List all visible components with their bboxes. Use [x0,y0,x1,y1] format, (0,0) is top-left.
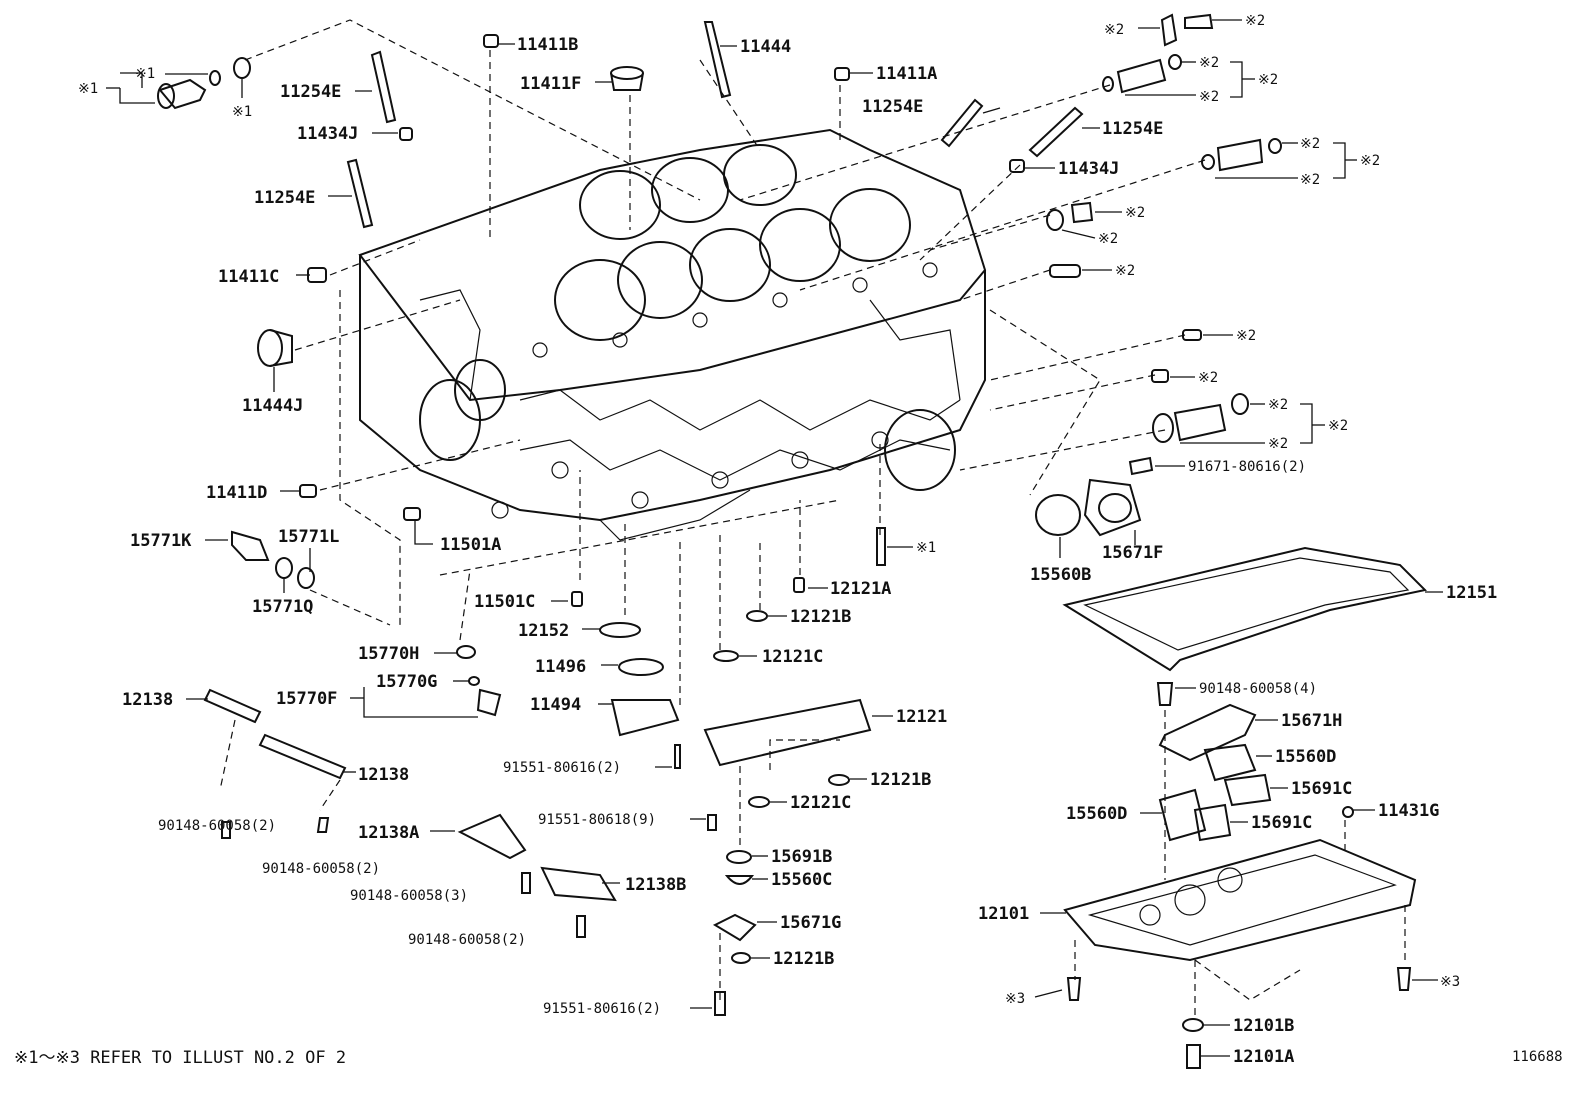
label-11494: 11494 [530,695,581,715]
label-12152: 12152 [518,621,569,641]
label-11254E-left: 11254E [254,188,315,208]
illustration-number: 116688 [1512,1049,1563,1065]
leader-lines [106,19,1443,1057]
label-15771Q: 15771Q [252,597,313,617]
label-12138-upper: 12138 [122,690,173,710]
label-12101A: 12101A [1233,1047,1294,1067]
mark-2-h: ※2 [1300,172,1320,188]
mark-2-f: ※2 [1300,136,1320,152]
label-12121C-1: 12121C [762,647,823,667]
label-15770H: 15770H [358,644,419,664]
label-12121: 12121 [896,707,947,727]
mark-3-a: ※3 [1005,991,1025,1007]
label-90148-60058-2-b: 90148-60058(2) [262,861,380,877]
label-12101: 12101 [978,904,1029,924]
label-11254E-left-top: 11254E [280,82,341,102]
label-11496: 11496 [535,657,586,677]
cylinder-block [358,128,987,541]
mark-2-k: ※2 [1115,263,1135,279]
mark-2-e: ※2 [1199,89,1219,105]
label-15771L: 15771L [278,527,339,547]
label-90148-60058-3: 90148-60058(3) [350,888,468,904]
label-12121B-2: 12121B [870,770,931,790]
label-12121B-1: 12121B [790,607,851,627]
label-11411C: 11411C [218,267,279,287]
mark-2-o: ※2 [1328,418,1348,434]
label-15560C: 15560C [771,870,832,890]
label-15560D-2: 15560D [1066,804,1127,824]
label-12138-lower: 12138 [358,765,409,785]
label-11501A: 11501A [440,535,501,555]
label-11434J-left: 11434J [297,124,358,144]
label-11411A: 11411A [876,64,937,84]
label-12138B: 12138B [625,875,686,895]
label-91551-80616-2-b: 91551-80616(2) [543,1001,661,1017]
label-15691B: 15691B [771,847,832,867]
mark-1-b: ※1 [135,66,155,82]
label-91551-80616-2-a: 91551-80616(2) [503,760,621,776]
label-15560D-1: 15560D [1275,747,1336,767]
label-12121A: 12121A [830,579,891,599]
label-12151: 12151 [1446,583,1497,603]
mark-1-c: ※1 [232,104,252,120]
footnote: ※1～※3 REFER TO ILLUST NO.2 OF 2 [14,1048,346,1068]
label-11254E-right-2: 11254E [1102,119,1163,139]
label-90148-60058-2-a: 90148-60058(2) [158,818,276,834]
mark-2-i: ※2 [1125,205,1145,221]
mark-2-n: ※2 [1268,397,1288,413]
label-91671-80616-2: 91671-80616(2) [1188,459,1306,475]
label-11254E-right-1: 11254E [862,97,923,117]
label-15671G: 15671G [780,913,841,933]
label-15771K: 15771K [130,531,192,551]
label-12101B: 12101B [1233,1016,1294,1036]
label-90148-60058-2-c: 90148-60058(2) [408,932,526,948]
mark-1-d: ※1 [916,540,936,556]
label-15671F: 15671F [1102,543,1163,563]
label-11501C: 11501C [474,592,535,612]
label-11411B: 11411B [517,35,578,55]
part-icons [157,13,1428,1069]
mark-2-m: ※2 [1198,370,1218,386]
mark-3-b: ※3 [1440,974,1460,990]
label-90148-60058-4: 90148-60058(4) [1199,681,1317,697]
mark-2-b: ※2 [1245,13,1265,29]
mark-2-d: ※2 [1258,72,1278,88]
label-11431G: 11431G [1378,801,1439,821]
label-15691C-1: 15691C [1291,779,1352,799]
label-11411F: 11411F [520,74,581,94]
label-15671H: 15671H [1281,711,1342,731]
label-15770G: 15770G [376,672,437,692]
label-12121C-2: 12121C [790,793,851,813]
label-15560B: 15560B [1030,565,1091,585]
label-91551-80618-9: 91551-80618(9) [538,812,656,828]
label-11444J: 11444J [242,396,303,416]
mark-1-a: ※1 [78,81,98,97]
mark-2-c: ※2 [1199,55,1219,71]
mark-2-l: ※2 [1236,328,1256,344]
part-labels: 11411B 11444 11411F 11411A 11254E 11434J… [122,35,1497,1067]
label-15691C-2: 15691C [1251,813,1312,833]
mark-2-j: ※2 [1098,231,1118,247]
reference-marks: ※1 ※1 ※1 ※1 ※2 ※2 ※2 ※2 ※2 ※2 ※2 ※2 ※2 ※… [78,13,1460,1007]
label-11411D: 11411D [206,483,267,503]
label-12121B-3: 12121B [773,949,834,969]
label-12138A: 12138A [358,823,419,843]
mark-2-p: ※2 [1268,436,1288,452]
label-15770F: 15770F [276,689,337,709]
mark-2-a: ※2 [1104,22,1124,38]
label-11434J-right: 11434J [1058,159,1119,179]
reference-lines [219,19,1406,1020]
mark-2-g: ※2 [1360,153,1380,169]
label-11444: 11444 [740,37,791,57]
